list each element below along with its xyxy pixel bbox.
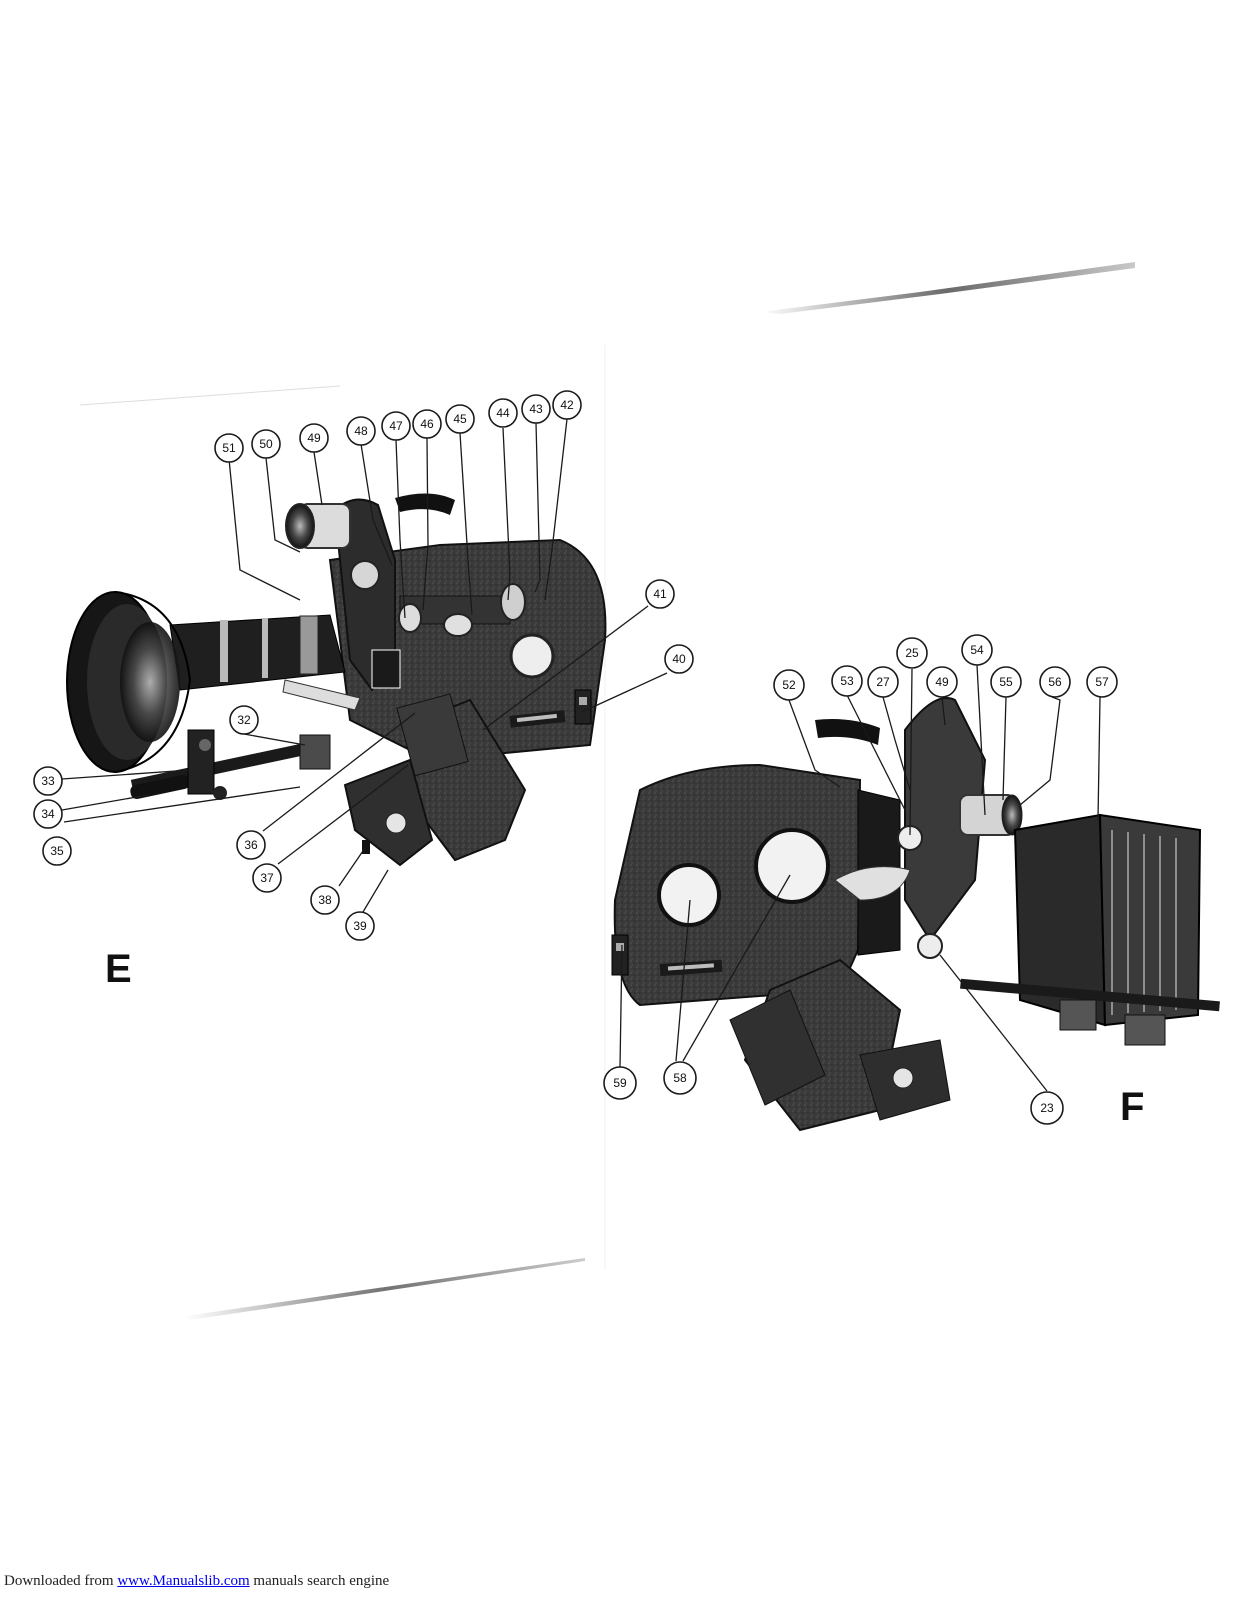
callout-label: 33	[41, 774, 55, 788]
callout-label: 53	[840, 674, 854, 688]
callout-label: 48	[354, 424, 368, 438]
callout-label: 55	[999, 675, 1013, 689]
callout-label: 52	[782, 678, 796, 692]
callout-43: 43	[521, 394, 551, 424]
callout-label: 44	[496, 406, 510, 420]
footer-prefix: Downloaded from	[4, 1573, 118, 1589]
callout-label: 27	[876, 675, 890, 689]
callout-label: 34	[41, 807, 55, 821]
callout-label: 46	[420, 417, 434, 431]
callout-49: 49	[299, 423, 329, 453]
callouts-figure-f: 52 53 27 25 49 54 55 56 57 59 58 23	[603, 634, 1118, 1125]
callout-55: 55	[990, 666, 1022, 698]
manualslib-link[interactable]: www.Manualslib.com	[117, 1573, 250, 1589]
callout-23: 23	[1030, 1091, 1064, 1125]
callout-45: 45	[445, 404, 475, 434]
figure-letter-e: E	[105, 947, 132, 991]
callout-label: 57	[1095, 675, 1109, 689]
callout-38: 38	[310, 885, 340, 915]
callout-34: 34	[33, 799, 63, 829]
callout-label: 40	[672, 652, 686, 666]
callout-label: 50	[259, 437, 273, 451]
callout-label: 49	[935, 675, 949, 689]
callout-44: 44	[488, 398, 518, 428]
callout-35: 35	[42, 836, 72, 866]
scan-edge-artifacts	[79, 262, 1135, 1320]
callout-label: 36	[244, 838, 258, 852]
callout-54: 54	[961, 634, 993, 666]
footer: Downloaded from www.Manualslib.com manua…	[4, 1573, 389, 1590]
callout-label: 45	[453, 412, 467, 426]
camera-illustration-f	[611, 697, 1220, 1132]
callout-label: 39	[353, 919, 367, 933]
callout-32: 32	[229, 705, 259, 735]
callout-33: 33	[33, 766, 63, 796]
camera-illustration-e	[66, 493, 607, 867]
callout-48: 48	[346, 416, 376, 446]
callout-58: 58	[663, 1061, 697, 1095]
callout-25: 25	[896, 637, 928, 669]
callout-label: 47	[389, 419, 403, 433]
callout-50: 50	[251, 429, 281, 459]
callout-49: 49	[926, 666, 958, 698]
callout-51: 51	[214, 433, 244, 463]
callout-label: 51	[222, 441, 236, 455]
callout-label: 54	[970, 643, 984, 657]
callout-label: 25	[905, 646, 919, 660]
footer-suffix: manuals search engine	[249, 1573, 390, 1589]
callout-label: 38	[318, 893, 332, 907]
callout-53: 53	[831, 665, 863, 697]
callout-41: 41	[645, 579, 675, 609]
callout-label: 35	[50, 844, 64, 858]
leader-lines	[61, 418, 1101, 1092]
callout-label: 23	[1040, 1101, 1054, 1115]
callout-40: 40	[664, 644, 694, 674]
callout-57: 57	[1086, 666, 1118, 698]
callout-label: 58	[673, 1071, 687, 1085]
callout-label: 32	[237, 713, 251, 727]
callout-42: 42	[552, 390, 582, 420]
callout-36: 36	[236, 830, 266, 860]
callout-37: 37	[252, 863, 282, 893]
callout-52: 52	[773, 669, 805, 701]
callout-47: 47	[381, 411, 411, 441]
callout-59: 59	[603, 1066, 637, 1100]
callout-46: 46	[412, 409, 442, 439]
figure-letter-f: F	[1120, 1085, 1144, 1129]
callout-label: 42	[560, 398, 574, 412]
callout-label: 37	[260, 871, 274, 885]
callout-label: 43	[529, 402, 543, 416]
callout-label: 49	[307, 431, 321, 445]
callout-27: 27	[867, 666, 899, 698]
callouts-figure-e: 51 50 49 48 47 46 45 44 43 42 41 40 32 3…	[33, 390, 694, 941]
callout-39: 39	[345, 911, 375, 941]
callout-56: 56	[1039, 666, 1071, 698]
callout-label: 59	[613, 1076, 627, 1090]
callout-label: 56	[1048, 675, 1062, 689]
callout-label: 41	[653, 587, 667, 601]
